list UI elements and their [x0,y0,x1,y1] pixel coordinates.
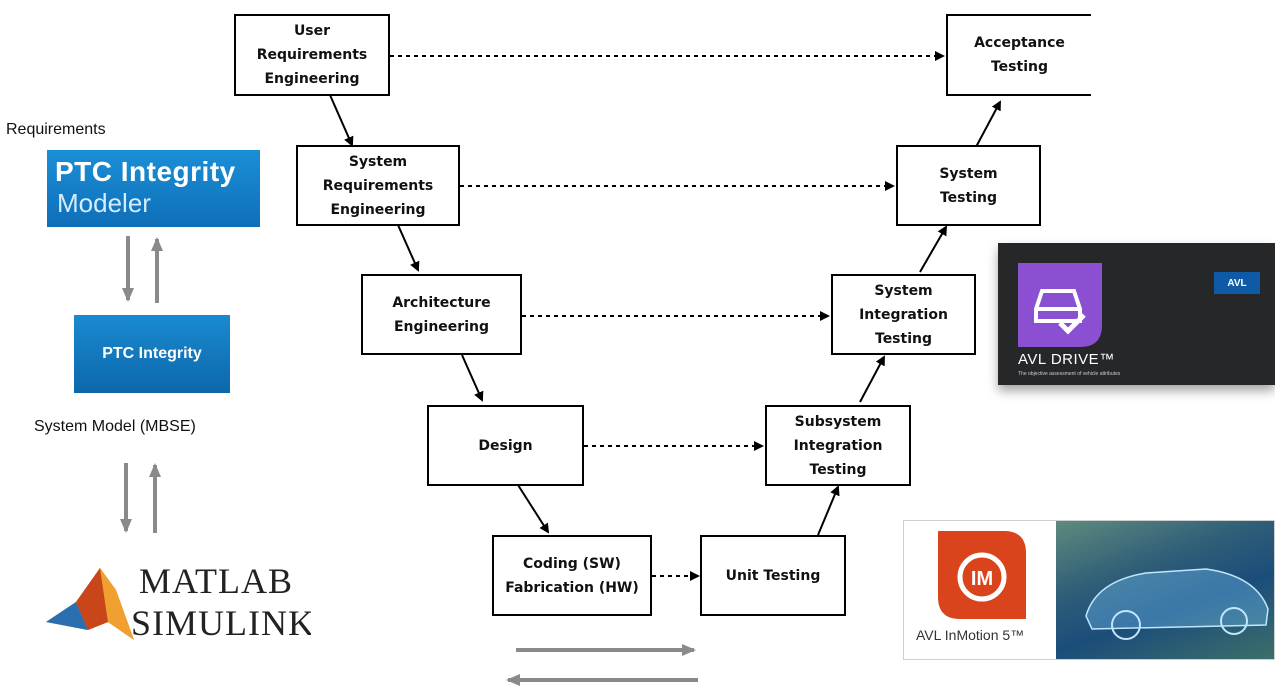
box-coding: Coding (SW) Fabrication (HW) [492,535,652,616]
simulink-text: SIMULINK [131,603,311,643]
arrow-arch-to-design [461,354,484,402]
matlab-simulink-logo: MATLAB SIMULINK [36,546,311,654]
inmotion-icon-text: IM [971,568,993,590]
avl-drive-name: AVL DRIVE™ [1018,351,1115,368]
matlab-text: MATLAB [139,561,294,601]
tool-exchange-arrows [120,236,698,686]
box-acceptance-testing: Acceptance Testing [946,14,1091,96]
v-right-leg-arrows [817,100,1001,536]
ptc-integrity-logo: PTC Integrity [74,315,230,393]
ptc-modeler-line2: Modeler [57,188,151,218]
arrow-unit-to-subsystem [817,485,840,536]
ptc-integrity-text: PTC Integrity [102,345,202,362]
box-system-testing: System Testing [896,145,1041,226]
arrow-sysreq-to-arch [397,224,420,272]
traceability-arrows [390,51,945,581]
box-design: Design [427,405,584,486]
arrow-subsystem-to-sysint [859,355,885,403]
matlab-membrane-icon [46,568,134,640]
box-subsystem-testing: Subsystem Integration Testing [765,405,911,486]
avl-inmotion-logo: IM AVL InMotion 5™ [903,520,1275,660]
arrow-systest-to-acceptance [975,100,1001,148]
box-user-requirements: User Requirements Engineering [234,14,390,96]
box-system-requirements: System Requirements Engineering [296,145,460,226]
arrow-sysint-to-systest [919,225,948,273]
box-unit-testing: Unit Testing [700,535,846,616]
system-model-label: System Model (MBSE) [34,418,196,435]
avl-drive-logo: AVL AVL DRIVE™ The objective assessment … [998,243,1275,385]
avl-inmotion-name: AVL InMotion 5™ [916,627,1025,643]
ptc-integrity-modeler-logo: PTC Integrity Modeler [47,150,260,227]
arrow-userreq-to-sysreq [329,94,354,147]
car-check-icon [1018,263,1102,347]
avl-drive-subtitle: The objective assessment of vehicle attr… [1018,371,1121,377]
car-photo [1056,521,1274,659]
box-system-integration-testing: System Integration Testing [831,274,976,355]
requirements-label: Requirements [6,121,106,138]
v-left-leg-arrows [329,94,550,534]
ptc-modeler-line1: PTC Integrity [55,156,236,187]
arrow-design-to-coding [517,484,550,534]
box-architecture: Architecture Engineering [361,274,522,355]
inmotion-icon: IM [938,531,1026,619]
car-wireframe-icon [1085,568,1269,640]
avl-badge: AVL [1214,272,1260,294]
